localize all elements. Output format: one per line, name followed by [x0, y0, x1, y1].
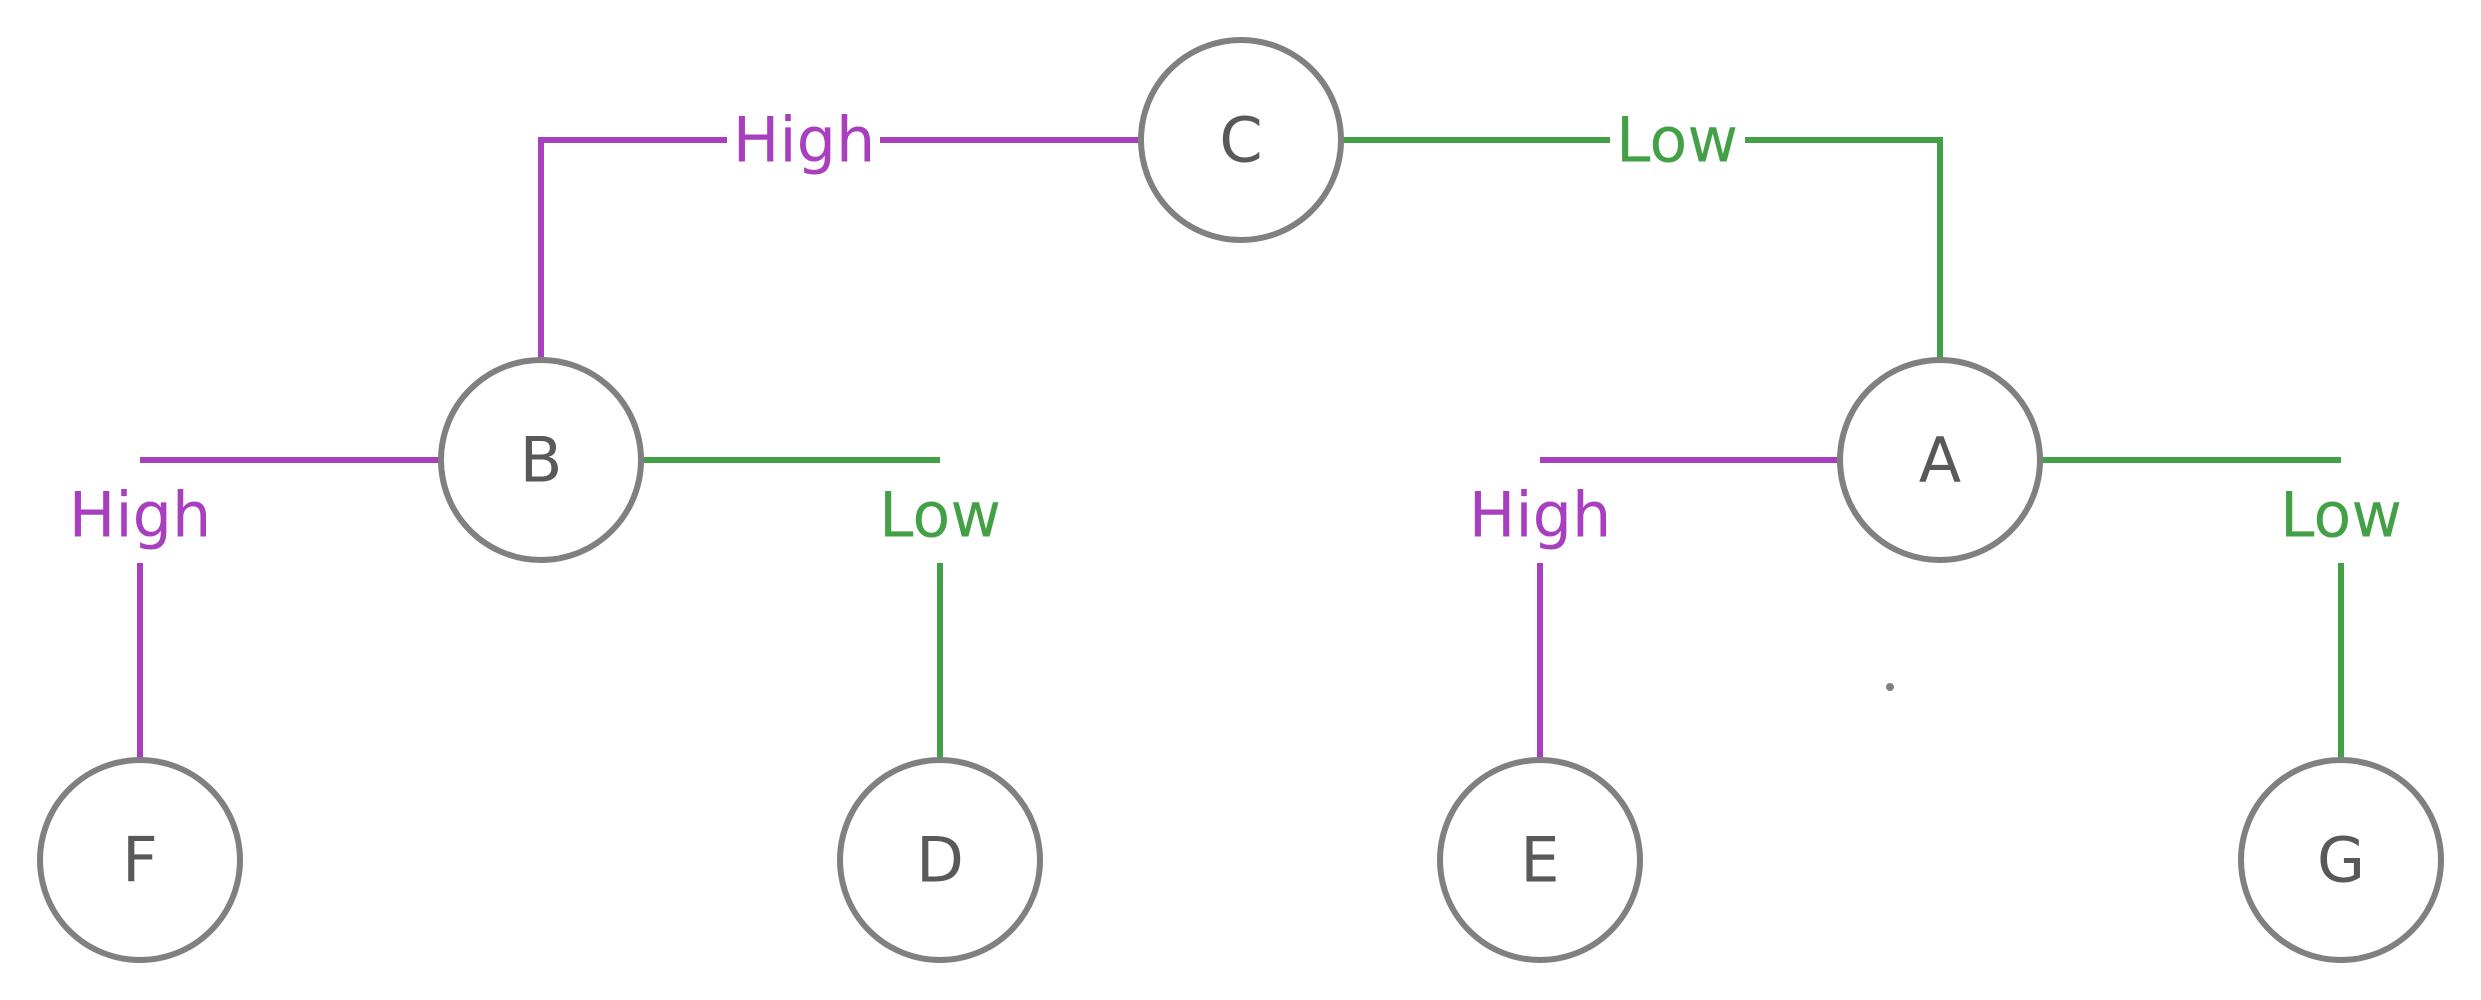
node-d: D	[837, 757, 1043, 963]
node-label-c: C	[1219, 104, 1262, 177]
edge-label-c-a: Low	[1616, 104, 1738, 177]
node-a: A	[1837, 357, 2043, 563]
edge-c-a-right	[1745, 137, 1943, 360]
edge-label-a-g: Low	[2280, 479, 2402, 552]
edge-label-c-b: High	[733, 104, 876, 177]
node-f: F	[37, 757, 243, 963]
node-label-b: B	[520, 424, 563, 497]
node-label-a: A	[1919, 424, 1961, 497]
node-g: G	[2238, 757, 2444, 963]
node-c: C	[1138, 37, 1344, 243]
node-e: E	[1437, 757, 1643, 963]
node-label-d: D	[916, 824, 964, 897]
edge-label-b-f: High	[69, 479, 212, 552]
node-label-e: E	[1520, 824, 1559, 897]
edge-label-b-d: Low	[879, 479, 1001, 552]
node-label-f: F	[122, 824, 158, 897]
node-b: B	[438, 357, 644, 563]
node-label-g: G	[2317, 824, 2365, 897]
edge-c-b-left	[538, 137, 727, 360]
stray-dot	[1886, 683, 1894, 691]
edge-label-a-e: High	[1469, 479, 1612, 552]
